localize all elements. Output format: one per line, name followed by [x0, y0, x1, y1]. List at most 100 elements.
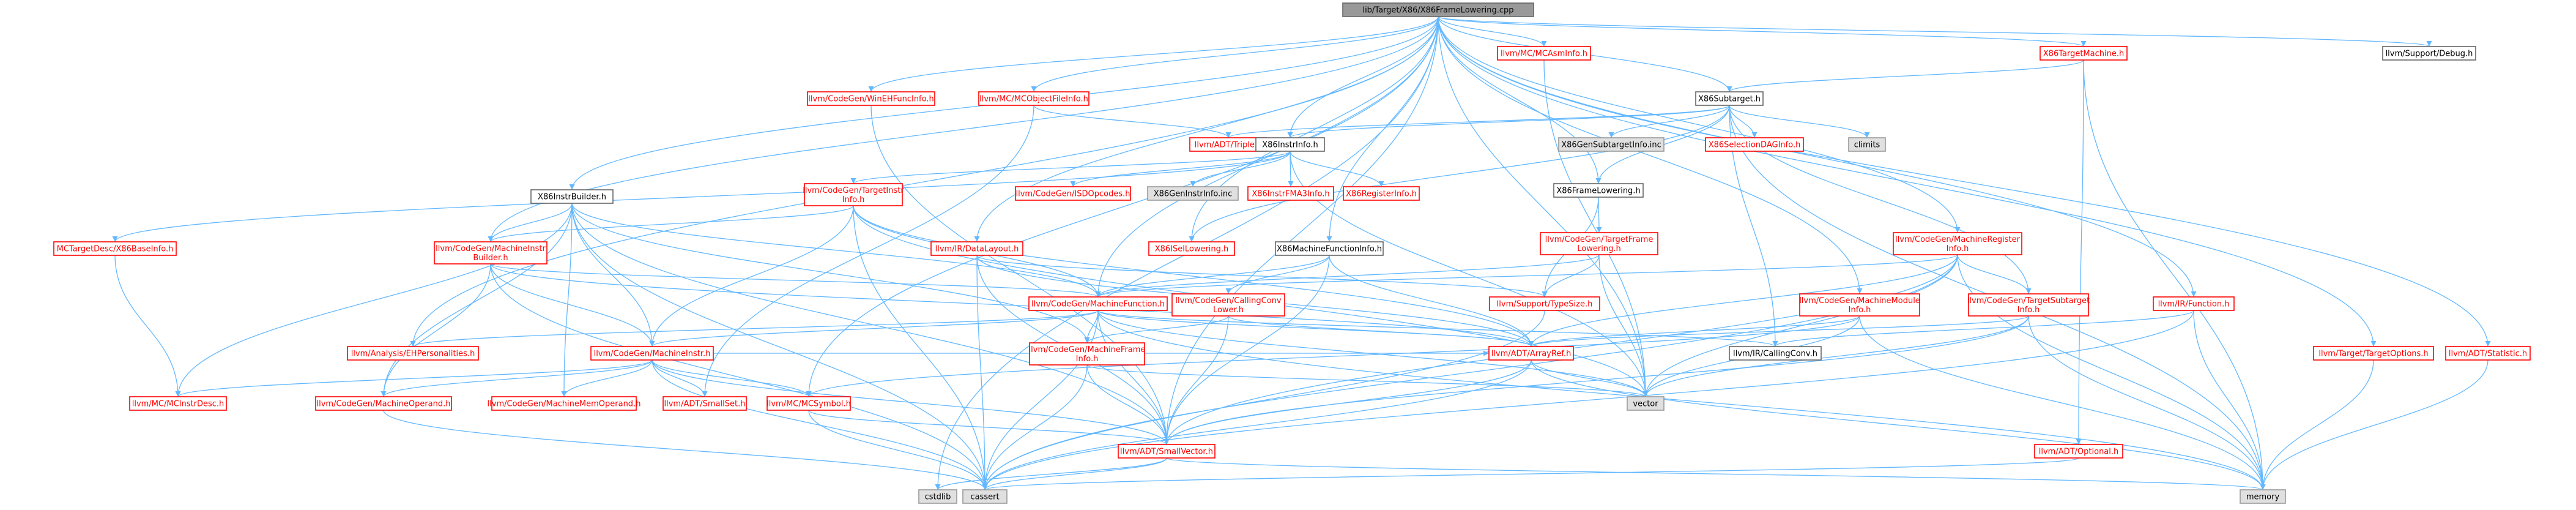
edge-root-to-objfile — [1031, 16, 1439, 92]
node-fma3[interactable]: X86InstrFMA3Info.h — [1247, 186, 1334, 201]
node-irfunc[interactable]: llvm/IR/Function.h — [2153, 296, 2235, 311]
node-framelow[interactable]: X86FrameLowering.h — [1553, 183, 1644, 198]
node-callconv[interactable]: llvm/IR/CallingConv.h — [1729, 346, 1822, 361]
node-x86mcasm[interactable]: llvm/MC/MCAsmInfo.h — [1497, 46, 1591, 61]
edge-moperand-to-cassert — [383, 410, 988, 490]
node-box — [807, 91, 935, 106]
node-box — [766, 396, 851, 411]
node-instrinfo[interactable]: X86InstrInfo.h — [1255, 137, 1325, 152]
node-label: Info.h — [1076, 354, 1099, 364]
node-label: Builder.h — [473, 253, 508, 263]
node-optional[interactable]: llvm/ADT/Optional.h — [2034, 444, 2123, 459]
node-statistic[interactable]: llvm/ADT/Statistic.h — [2445, 346, 2531, 361]
node-box — [1968, 293, 2089, 317]
node-label: llvm/IR/CallingConv.h — [1733, 350, 1817, 359]
edge-mfinfo-to-mfunc — [1095, 255, 1330, 298]
node-triple[interactable]: llvm/ADT/Triple.h — [1189, 137, 1268, 152]
node-box — [1558, 137, 1665, 152]
edge-path — [1642, 254, 1958, 397]
node-mfinfo[interactable]: X86MachineFunctionInfo.h — [1275, 241, 1384, 256]
edge-path — [112, 151, 1291, 242]
edge-path — [808, 410, 988, 490]
node-box — [978, 91, 1089, 106]
edge-path — [1438, 16, 2377, 347]
node-smallset[interactable]: llvm/ADT/SmallSet.h — [663, 396, 747, 411]
node-root[interactable]: lib/Target/X86/X86FrameLowering.cpp — [1342, 2, 1534, 17]
edge-arrayref-to-vector — [1531, 359, 1649, 397]
edge-path — [1189, 16, 1439, 242]
node-box — [590, 346, 714, 361]
node-isellow[interactable]: X86ISelLowering.h — [1148, 241, 1235, 256]
edge-instrbuilder-to-mcinstrdesc — [175, 203, 573, 397]
edge-arrayref-to-cassert — [982, 359, 1532, 490]
node-smallvec[interactable]: llvm/ADT/SmallVector.h — [1118, 444, 1216, 459]
edge-mframe-to-vector — [1086, 364, 1649, 397]
node-x86tm[interactable]: X86TargetMachine.h — [2040, 46, 2128, 61]
node-mcsymbol[interactable]: llvm/MC/MCSymbol.h — [766, 396, 851, 411]
node-mcbase[interactable]: MCTargetDesc/X86BaseInfo.h — [53, 241, 177, 256]
edge-path — [982, 310, 1099, 490]
node-label: X86TargetMachine.h — [2043, 50, 2124, 59]
node-minstr[interactable]: llvm/CodeGen/MachineInstr.h — [590, 346, 714, 361]
edge-mreginfo-to-vector — [1642, 254, 1958, 397]
node-box — [2445, 346, 2531, 361]
node-box — [2034, 444, 2123, 459]
node-instrbuilder[interactable]: X86InstrBuilder.h — [530, 189, 614, 204]
node-reginfo[interactable]: X86RegisterInfo.h — [1343, 186, 1420, 201]
edge-subtarget-to-gensubinc — [1608, 105, 1730, 138]
node-label: Info.h — [1849, 306, 1871, 315]
edge-mfunc-to-minstr — [649, 310, 1099, 347]
node-box — [930, 241, 1023, 256]
node-moperand[interactable]: llvm/CodeGen/MachineOperand.h — [315, 396, 452, 411]
edge-path — [2076, 59, 2084, 445]
edge-path — [1957, 254, 2032, 294]
node-mcinstrdesc[interactable]: llvm/MC/MCInstrDesc.h — [129, 396, 227, 411]
edge-tgtinstr-to-cassert — [853, 205, 988, 490]
node-datalayout[interactable]: llvm/IR/DataLayout.h — [930, 241, 1023, 256]
edge-path — [982, 457, 2079, 490]
edge-instrbuilder-to-cassert — [571, 203, 988, 490]
node-box — [1029, 342, 1145, 366]
edge-path — [976, 255, 988, 490]
node-label: llvm/MC/MCInstrDesc.h — [132, 400, 225, 409]
node-objfile[interactable]: llvm/MC/MCObjectFileInfo.h — [978, 91, 1089, 106]
node-mmemop[interactable]: llvm/CodeGen/MachineMemOperand.h — [488, 396, 641, 411]
edge-path — [976, 255, 1548, 298]
node-ehpers[interactable]: llvm/Analysis/EHPersonalities.h — [347, 346, 479, 361]
edge-path — [651, 359, 708, 397]
node-wineh[interactable]: llvm/CodeGen/WinEHFuncInfo.h — [807, 91, 935, 106]
edge-path — [380, 359, 653, 397]
edge-root-to-x86mcasm — [1438, 16, 1547, 47]
edge-path — [1859, 315, 2266, 490]
node-seldag[interactable]: X86SelectionDAGInfo.h — [1705, 137, 1804, 152]
node-typesize[interactable]: llvm/Support/TypeSize.h — [1489, 296, 1600, 311]
edge-minstr-to-mcsymbol — [651, 359, 812, 397]
node-tgtopts[interactable]: llvm/Target/TargetOptions.h — [2313, 346, 2434, 361]
edge-subtarget-to-isellow — [1189, 105, 1730, 242]
node-arrayref[interactable]: llvm/ADT/ArrayRef.h — [1488, 346, 1574, 361]
edge-path — [1031, 16, 1439, 92]
node-subtarget[interactable]: X86Subtarget.h — [1695, 91, 1764, 106]
node-label: llvm/CodeGen/MachineRegister — [1895, 235, 2021, 244]
node-box — [491, 396, 637, 411]
edge-arrayref-to-memory — [1531, 359, 2266, 490]
node-mfunc[interactable]: llvm/CodeGen/MachineFunction.h — [1028, 296, 1168, 311]
node-isdop[interactable]: llvm/CodeGen/ISDOpcodes.h — [1015, 186, 1131, 201]
node-label: llvm/CodeGen/WinEHFuncInfo.h — [808, 95, 934, 104]
edge-irfunc-to-callconv — [1772, 310, 2194, 347]
edge-tgtsub-to-memory — [2028, 315, 2266, 490]
node-box — [347, 346, 479, 361]
edge-x86tm-to-subtarget — [1726, 59, 2084, 92]
node-debug[interactable]: llvm/Support/Debug.h — [2382, 46, 2476, 61]
node-geninstrinc: X86GenInstrInfo.inc — [1147, 186, 1239, 201]
node-label: llvm/IR/DataLayout.h — [935, 245, 1019, 254]
node-cstdlib: cstdlib — [918, 489, 957, 504]
